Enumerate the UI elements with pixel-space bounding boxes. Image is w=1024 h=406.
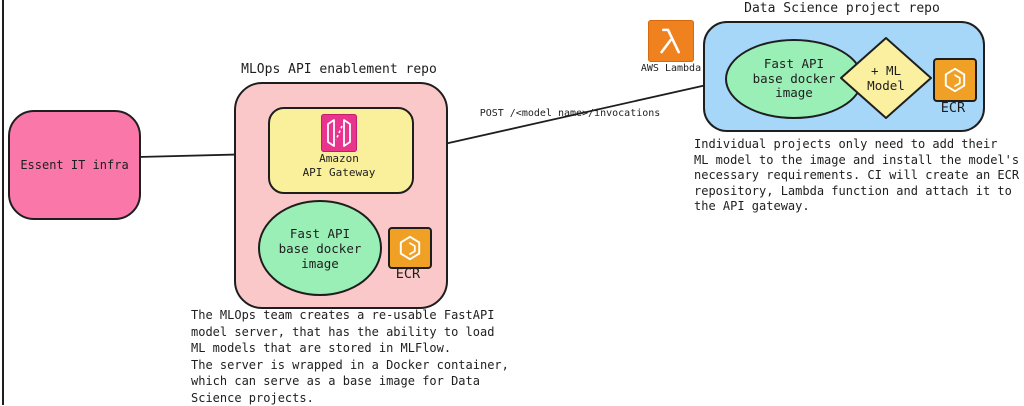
essent-infra-node: Essent IT infra: [8, 110, 141, 220]
mlops-repo-title: MLOps API enablement repo: [241, 62, 437, 77]
ecr-icon-ds: [933, 58, 977, 102]
amazon-api-gateway-icon: [321, 114, 357, 152]
api-gateway-label: Amazon API Gateway: [302, 152, 376, 179]
ml-model-label: + ML Model: [867, 63, 905, 93]
ds-note-text: Individual projects only need to add the…: [694, 137, 1020, 214]
ecr-icon-mlops: [388, 227, 432, 269]
canvas-left-border-line: [2, 0, 4, 405]
fastapi-image-ellipse-ds: Fast API base docker image: [725, 39, 863, 119]
ml-model-diamond: [838, 35, 934, 121]
mlops-note-text: The MLOps team creates a re-usable FastA…: [191, 308, 509, 405]
aws-lambda-label: AWS Lambda: [640, 63, 702, 74]
fastapi-image-ellipse-mlops: Fast API base docker image: [258, 200, 382, 296]
ecr-label-mlops: ECR: [395, 266, 421, 282]
post-invocation-arrow-label: POST /<model name>/invocations: [479, 108, 661, 119]
essent-infra-label: Essent IT infra: [20, 158, 129, 172]
fastapi-image-label-mlops: Fast API base docker image: [278, 225, 362, 271]
aws-lambda-icon: [648, 20, 694, 62]
fastapi-image-label-ds: Fast API base docker image: [752, 56, 836, 101]
ecr-label-ds: ECR: [940, 100, 966, 116]
ds-repo-title: Data Science project repo: [744, 1, 940, 16]
